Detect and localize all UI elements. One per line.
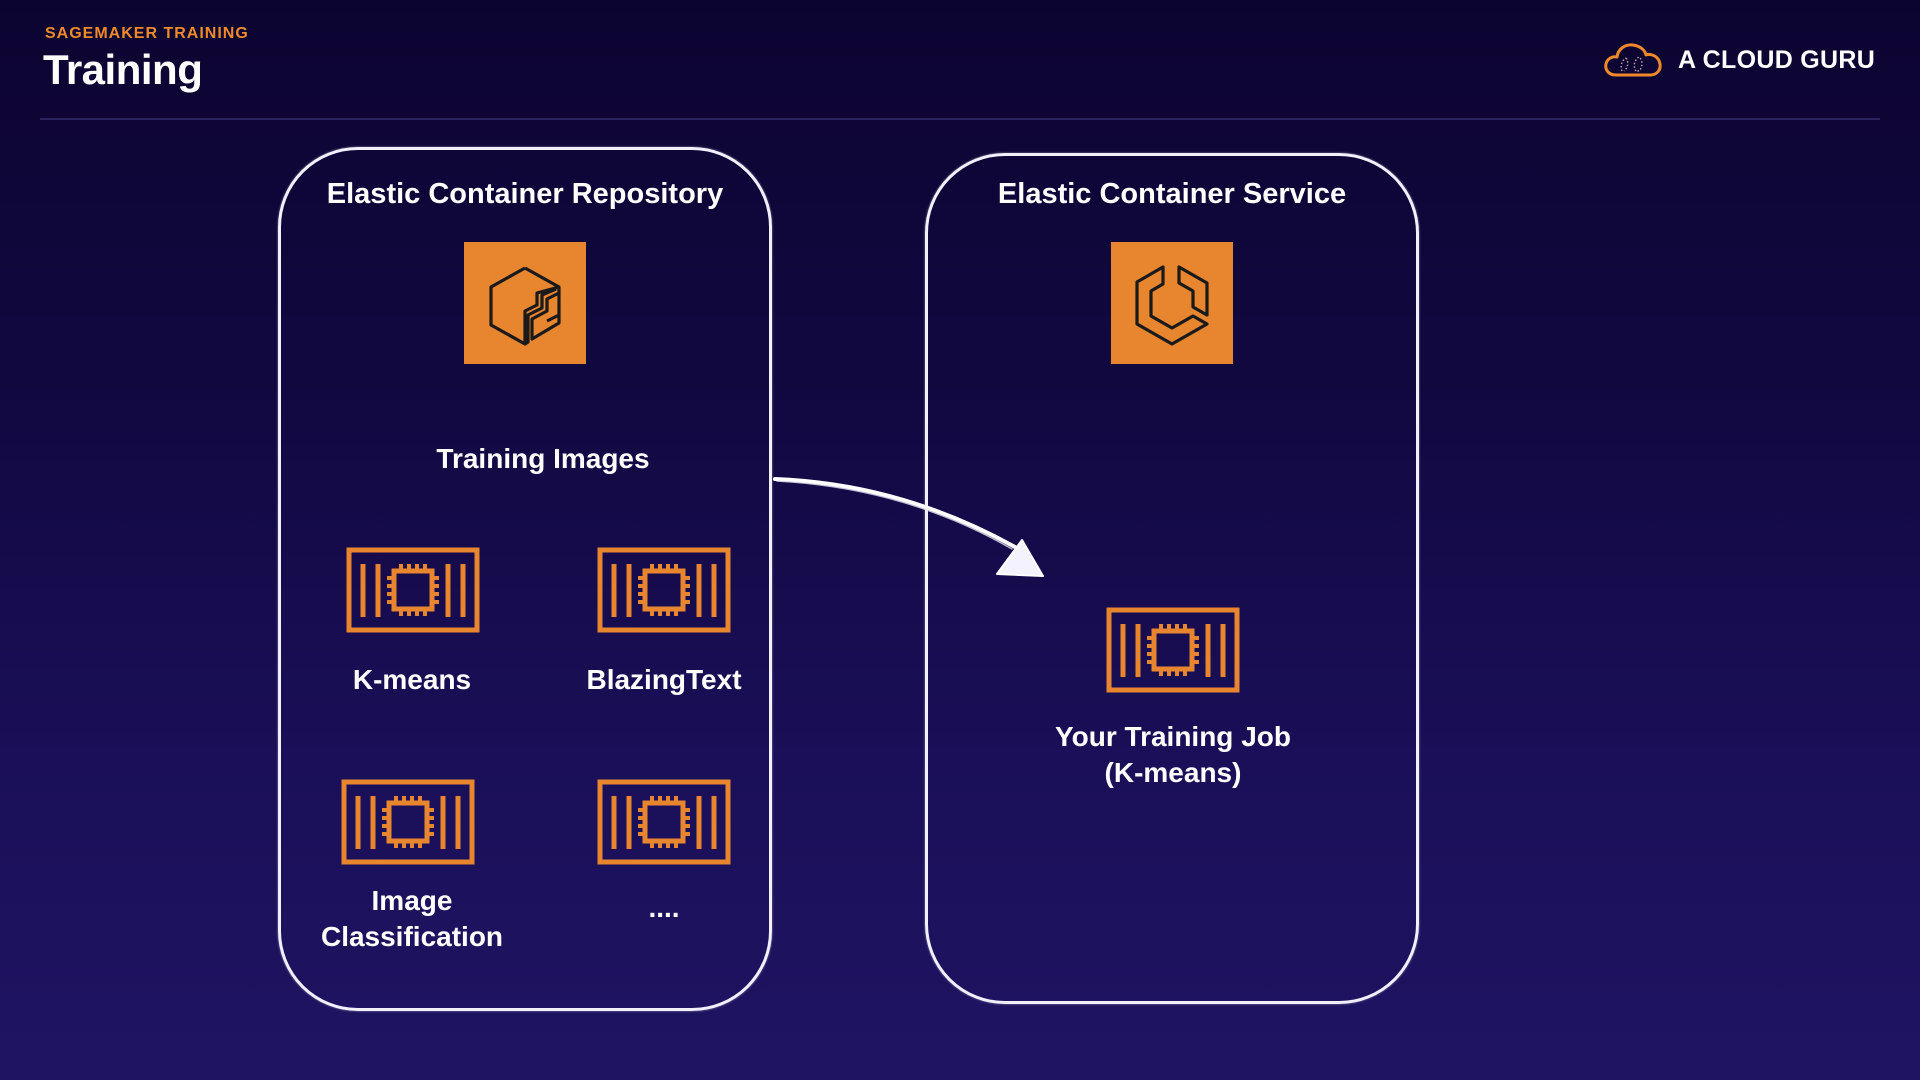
section-eyebrow: SAGEMAKER TRAINING — [45, 25, 249, 42]
kmeans-label: K-means — [352, 664, 472, 695]
brand-logo: A CLOUD GURU — [1602, 38, 1875, 82]
image-classification-label-line2: Classification — [320, 921, 504, 952]
training-images-label: Training Images — [436, 443, 650, 474]
ecr-panel: Elastic Container Repository — [278, 147, 772, 1011]
more-container-icon — [597, 779, 731, 865]
blazingtext-container-icon — [597, 547, 731, 633]
ecr-panel-title: Elastic Container Repository — [326, 178, 724, 210]
brand-name: A CLOUD GURU — [1678, 45, 1876, 74]
image-classification-label-line1: Image — [371, 885, 453, 916]
more-items-label: .... — [648, 892, 680, 923]
training-job-container-icon — [1106, 607, 1240, 693]
image-classification-label: Image Classification — [292, 883, 532, 955]
training-job-label: Your Training Job (K-means) — [1023, 719, 1323, 791]
kmeans-container-icon — [346, 547, 480, 633]
header-divider — [40, 118, 1880, 120]
ecs-panel: Elastic Container Service — [925, 153, 1419, 1004]
training-job-label-line2: (K-means) — [1104, 757, 1242, 788]
blazingtext-label: BlazingText — [586, 664, 742, 695]
arrow-icon — [773, 477, 1044, 577]
page-title: Training — [43, 46, 203, 93]
ecs-icon — [1111, 242, 1233, 364]
training-job-label-line1: Your Training Job — [1055, 721, 1291, 752]
ecs-panel-title: Elastic Container Service — [997, 178, 1347, 210]
image-classification-container-icon — [341, 779, 475, 865]
cloud-icon — [1604, 43, 1662, 77]
ecr-icon — [464, 242, 586, 364]
